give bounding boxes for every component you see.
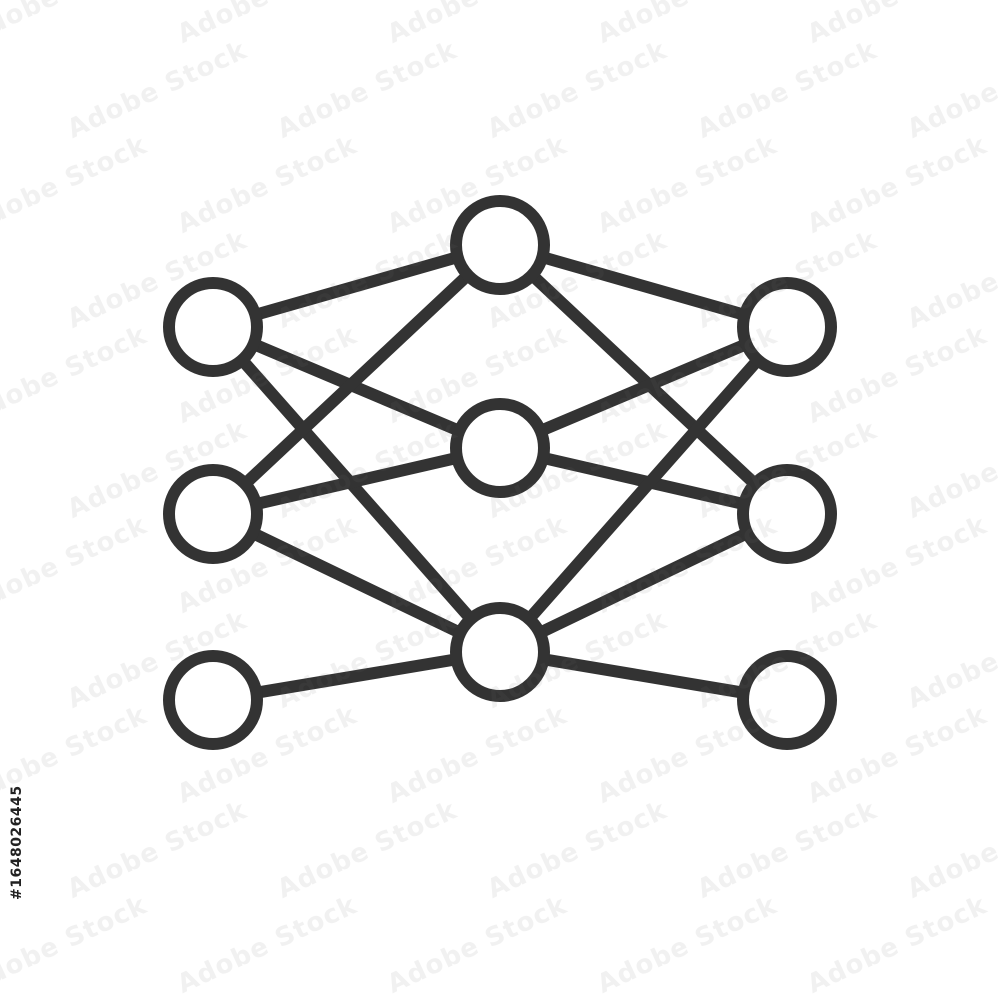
node-in-3: [163, 650, 263, 750]
edge-hid-3-out-2: [494, 508, 793, 658]
node-out-3: [737, 650, 837, 750]
node-hid-1: [450, 195, 550, 295]
stock-id-label: #164802644​5: [9, 785, 25, 900]
edge-hid-1-out-2: [494, 239, 793, 520]
edge-in-2-hid-3: [207, 508, 506, 658]
node-hid-3: [450, 602, 550, 702]
edge-in-1-hid-3: [207, 321, 506, 658]
node-hid-2: [450, 398, 550, 498]
edge-hid-2-out-1: [494, 321, 793, 454]
node-out-2: [737, 464, 837, 564]
network-nodes: [163, 195, 837, 750]
node-in-2: [163, 464, 263, 564]
edge-hid-3-out-1: [494, 321, 793, 658]
node-out-1: [737, 277, 837, 377]
edge-in-2-hid-1: [207, 239, 506, 520]
node-in-1: [163, 277, 263, 377]
